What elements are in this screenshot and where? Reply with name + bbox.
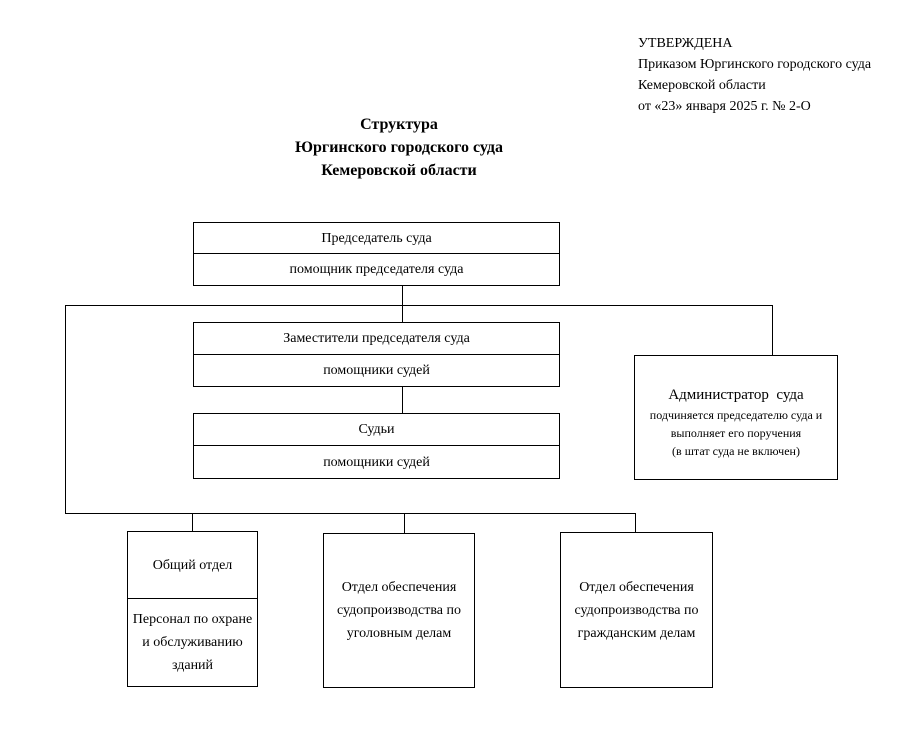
administrator-note-line-3: (в штат суда не включен) (672, 443, 800, 458)
connector-left-rail (65, 305, 66, 513)
page-title: Структура Юргинского городского суда Кем… (0, 113, 798, 182)
criminal-department-label: Отдел обеспечения судопроизводства по уг… (337, 580, 461, 641)
box-general-department: Общий отдел Персонал по охране и обслужи… (127, 531, 258, 687)
connector-top-rail (65, 305, 773, 306)
connector-to-criminal-dept (404, 513, 405, 533)
approval-line-2: Приказом Юргинского городского суда (638, 57, 872, 72)
general-department-role-label: Общий отдел (128, 532, 257, 599)
judges-role-label: Судьи (194, 414, 559, 446)
connector-to-civil-dept (635, 513, 636, 532)
box-administrator: Администратор суда подчиняется председат… (634, 355, 838, 480)
administrator-role-label: Администратор суда (668, 386, 804, 403)
deputies-role-label: Заместители председателя суда (194, 323, 559, 355)
box-civil-department: Отдел обеспечения судопроизводства по гр… (560, 532, 713, 688)
approval-line-3: Кемеровской области (638, 78, 766, 93)
connector-to-deputies (402, 305, 403, 322)
administrator-note-line-2: выполняет его поручения (670, 425, 802, 440)
chairman-role-label: Председатель суда (194, 223, 559, 254)
box-chairman: Председатель суда помощник председателя … (193, 222, 560, 286)
chairman-staff-label: помощник председателя суда (289, 262, 464, 277)
connector-deputies-judges (402, 387, 403, 413)
approval-block: УТВЕРЖДЕНА Приказом Юргинского городског… (638, 33, 908, 117)
general-department-staff-label: Персонал по охране и обслуживанию зданий (132, 612, 253, 673)
deputies-staff-label: помощники судей (323, 363, 430, 378)
connector-to-administrator (772, 305, 773, 355)
judges-staff-label: помощники судей (323, 454, 430, 470)
box-criminal-department: Отдел обеспечения судопроизводства по уг… (323, 533, 475, 688)
box-deputies: Заместители председателя суда помощники … (193, 322, 560, 387)
connector-bottom-rail (65, 513, 636, 514)
civil-department-label: Отдел обеспечения судопроизводства по гр… (574, 579, 699, 641)
box-judges: Судьи помощники судей (193, 413, 560, 479)
title-line-1: Структура (360, 116, 438, 133)
title-line-2: Юргинского городского суда (295, 139, 503, 156)
connector-to-general-dept (192, 513, 193, 531)
connector-chairman-down (402, 286, 403, 305)
title-line-3: Кемеровской области (321, 162, 477, 179)
administrator-note-line-1: подчиняется председателю суда и (649, 407, 823, 422)
approval-line-1: УТВЕРЖДЕНА (638, 36, 733, 51)
approval-line-4: от «23» января 2025 г. № 2-О (638, 99, 811, 114)
